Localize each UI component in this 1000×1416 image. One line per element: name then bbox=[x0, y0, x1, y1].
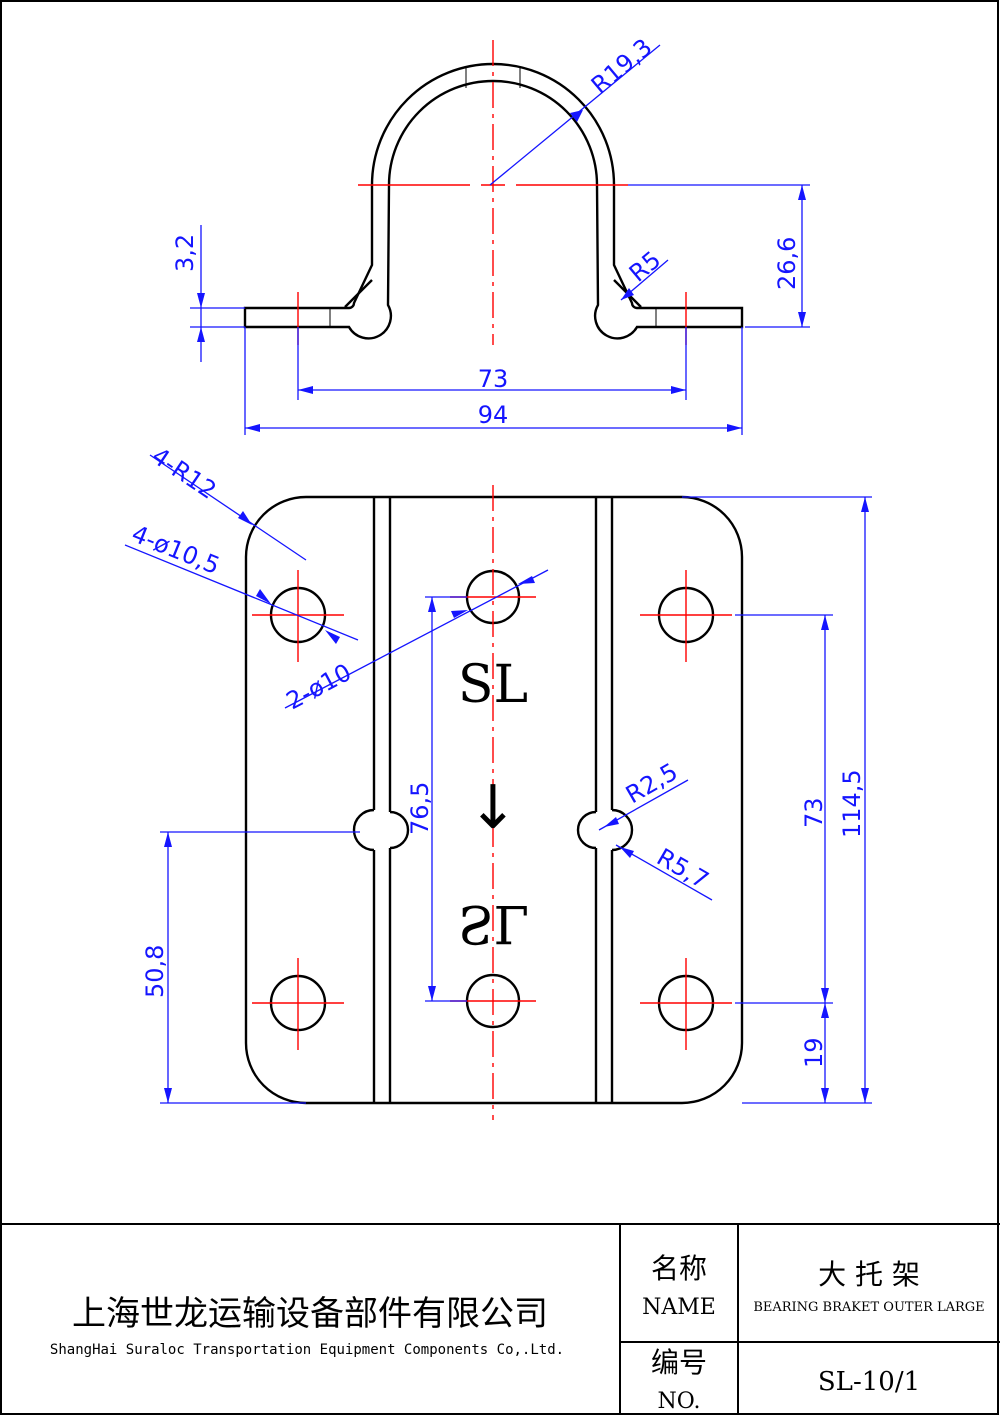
part-number: SL-10/1 bbox=[818, 1367, 920, 1397]
dim-center-pitch: 76,5 bbox=[406, 782, 434, 835]
part-name-cn: 大 托 架 bbox=[818, 1258, 920, 1291]
name-label-cn: 名称 bbox=[651, 1252, 707, 1285]
marking-top: SL bbox=[458, 655, 528, 715]
company-name-cn: 上海世龙运输设备部件有限公司 bbox=[72, 1294, 548, 1334]
marking-bottom-mirrored: SL bbox=[458, 893, 528, 953]
bend-lines bbox=[352, 497, 634, 1103]
plate-outline bbox=[244, 495, 744, 1105]
number-label-cn: 编号 bbox=[651, 1346, 707, 1379]
company-name-en: ShangHai Suraloc Transportation Equipmen… bbox=[50, 1342, 564, 1358]
dim-r-top: R19,3 bbox=[586, 33, 658, 100]
side-view: R19,3 3,2 26,6 R5 73 94 bbox=[171, 33, 810, 435]
plan-view: SL ↓ SL 4-R12 4-ø10,5 2-ø10 76,5 R2,5 R5… bbox=[124, 442, 872, 1120]
title-block: 上海世龙运输设备部件有限公司 ShangHai Suraloc Transpor… bbox=[0, 1223, 1000, 1414]
dim-notch-large: R5,7 bbox=[652, 843, 713, 895]
dim-notch-height: 50,8 bbox=[141, 945, 169, 998]
dim-notch-small: R2,5 bbox=[621, 758, 682, 810]
dim-side-pitch: 73 bbox=[800, 797, 828, 828]
dim-overall-width: 94 bbox=[478, 401, 509, 429]
dim-corner-radius: 4-R12 bbox=[147, 442, 222, 505]
dim-center-holes: 2-ø10 bbox=[282, 658, 356, 715]
dim-overall-length: 114,5 bbox=[838, 769, 866, 838]
marking-arrow: ↓ bbox=[468, 773, 518, 843]
dim-thickness: 3,2 bbox=[171, 234, 199, 272]
dim-edge-offset: 19 bbox=[800, 1037, 828, 1068]
dim-hole-pitch: 73 bbox=[478, 365, 509, 393]
dim-height: 26,6 bbox=[773, 237, 801, 290]
gusset-left bbox=[344, 279, 373, 308]
number-label-en: NO. bbox=[658, 1389, 701, 1414]
bracket-profile bbox=[243, 62, 744, 340]
name-label-en: NAME bbox=[642, 1295, 716, 1320]
dim-r-bend: R5 bbox=[624, 246, 666, 288]
dim-outer-holes: 4-ø10,5 bbox=[128, 520, 224, 580]
part-name-en: BEARING BRAKET OUTER LARGE bbox=[753, 1300, 984, 1315]
